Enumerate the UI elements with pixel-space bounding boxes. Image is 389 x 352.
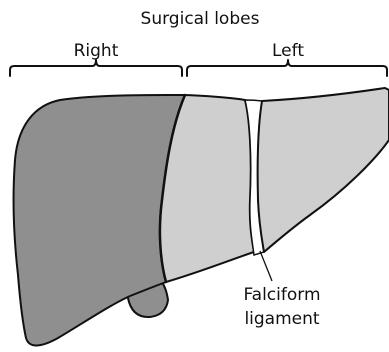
right-lobe-bracket <box>10 60 182 76</box>
falciform-label-line1: Falciform <box>243 285 320 305</box>
falciform-callout-line <box>260 251 272 281</box>
diagram-title: Surgical lobes <box>141 9 260 29</box>
left-lobe-bracket <box>187 60 387 76</box>
left-lobe-lateral-shape <box>258 88 389 252</box>
left-lobe-label: Left <box>272 41 304 61</box>
right-lobe-label: Right <box>74 41 119 61</box>
falciform-label-line2: ligament <box>244 309 319 329</box>
